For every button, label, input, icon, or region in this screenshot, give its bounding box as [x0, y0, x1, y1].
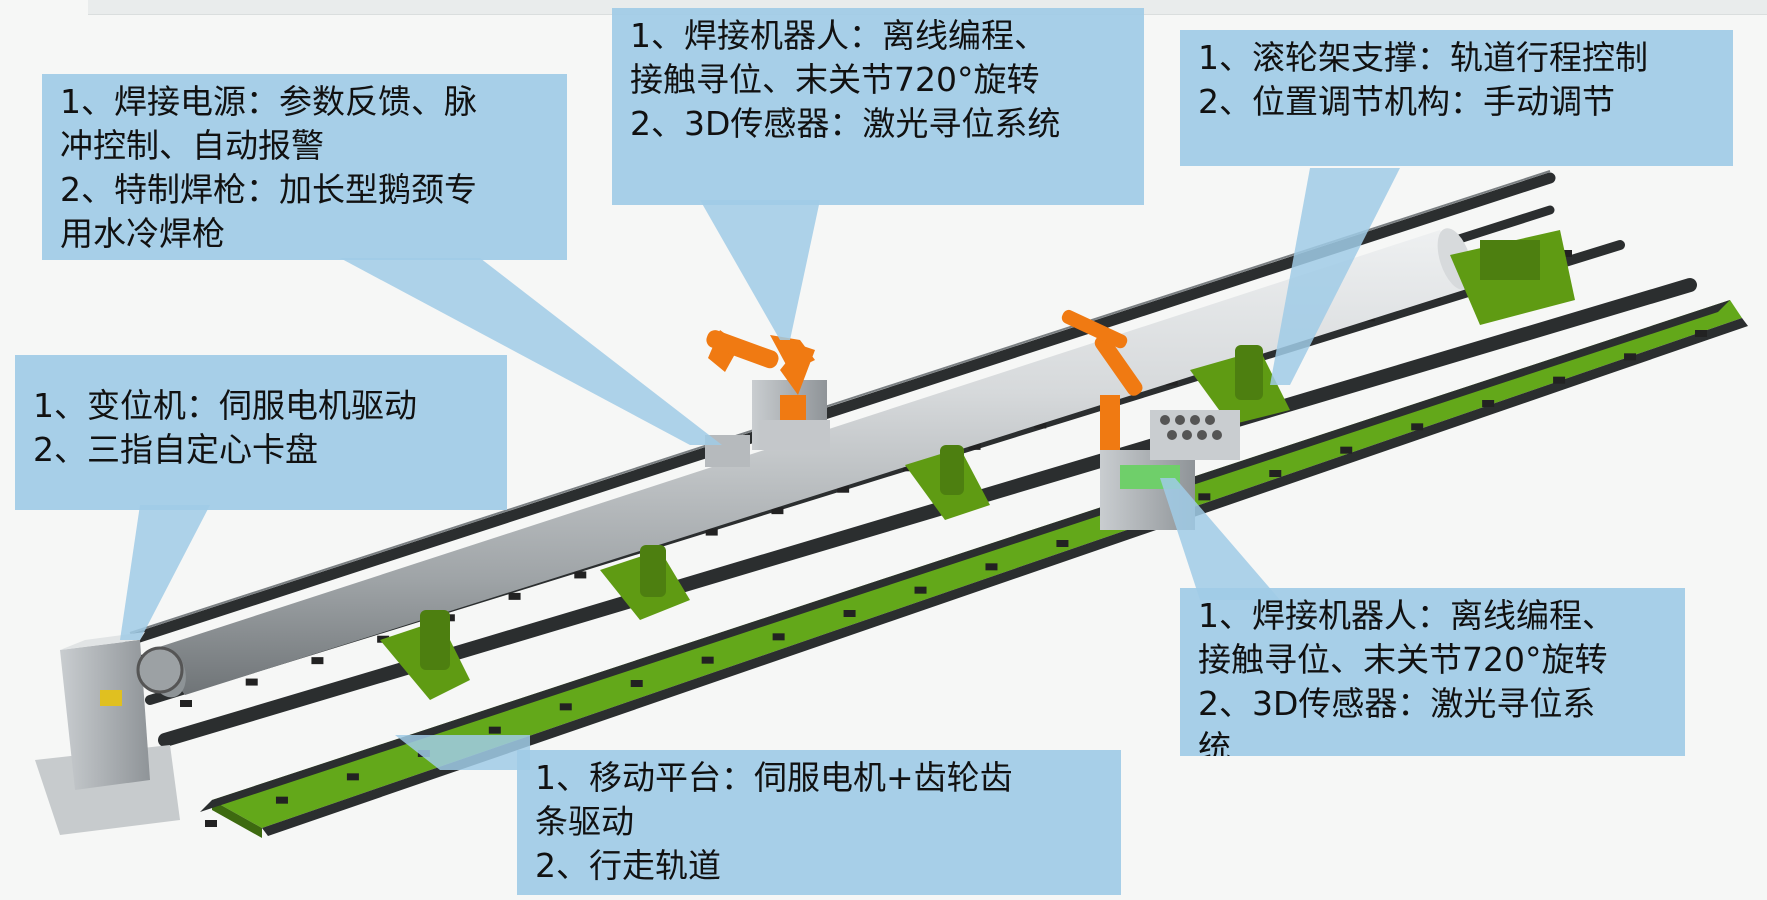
callout-line: 接触寻位、末关节720°旋转 [1198, 640, 1608, 679]
callout-line: 接触寻位、末关节720°旋转 [630, 60, 1040, 99]
callout-welding-robot-top: 1、焊接机器人：离线编程、 接触寻位、末关节720°旋转 2、3D传感器：激光寻… [612, 8, 1144, 205]
rail-foot [1695, 330, 1707, 337]
rail-foot [701, 656, 714, 664]
rail-foot [914, 586, 927, 594]
rail-foot [508, 592, 521, 600]
rail-foot [705, 528, 718, 536]
rail-foot [1624, 353, 1637, 361]
ground-platform [212, 300, 1742, 828]
callout-positioner: 1、变位机：伺服电机驱动 2、三指自定心卡盘 [15, 355, 507, 510]
rail-foot [574, 571, 587, 579]
callout-line: 1、滚轮架支撑：轨道行程控制 [1198, 38, 1648, 77]
callout-line: 用水冷焊枪 [60, 214, 225, 253]
callout-line: 统 [1198, 728, 1231, 756]
rail-foot [968, 442, 981, 450]
rail-foot [1034, 421, 1047, 429]
rail-foot [488, 726, 501, 734]
rail-foot [346, 773, 359, 781]
rail-foot [205, 820, 217, 827]
callout-line: 1、焊接机器人：离线编程、 [1198, 596, 1615, 635]
rail-foot [771, 507, 784, 515]
rail-foot [630, 680, 643, 687]
callout-line: 2、特制焊枪：加长型鹅颈专 [60, 170, 477, 209]
callout-welding-power: 1、焊接电源：参数反馈、脉 冲控制、自动报警 2、特制焊枪：加长型鹅颈专 用水冷… [42, 74, 567, 260]
positioner-icon [35, 632, 184, 835]
rail-foot [1198, 493, 1211, 501]
callout-line: 2、行走轨道 [535, 846, 721, 885]
roller-support-icon [380, 230, 1575, 700]
rail-foot [1269, 470, 1282, 477]
rail-foot [1056, 540, 1069, 547]
callout-line: 2、3D传感器：激光寻位系统 [630, 104, 1061, 143]
rail-foot [772, 633, 785, 641]
rail-foot [1482, 400, 1495, 407]
rail-foot [1411, 423, 1424, 431]
callout-welding-robot-bottom: 1、焊接机器人：离线编程、 接触寻位、末关节720°旋转 2、3D传感器：激光寻… [1180, 588, 1685, 756]
callout-roller-support: 1、滚轮架支撑：轨道行程控制 2、位置调节机构：手动调节 [1180, 30, 1733, 166]
callout-line: 2、位置调节机构：手动调节 [1198, 82, 1615, 121]
rail-foot [180, 700, 192, 707]
rail-foot [559, 703, 572, 711]
callout-line: 条驱动 [535, 802, 634, 841]
callout-line: 冲控制、自动报警 [60, 126, 324, 165]
callout-line: 1、焊接电源：参数反馈、脉 [60, 82, 477, 121]
callout-line: 2、3D传感器：激光寻位系 [1198, 684, 1596, 723]
callout-leaders [120, 168, 1400, 770]
rail-foot [1560, 250, 1572, 257]
rail-foot [843, 610, 856, 617]
callout-line: 2、三指自定心卡盘 [33, 430, 318, 469]
callout-line: 1、移动平台：伺服电机+齿轮齿 [535, 758, 1013, 797]
callout-line: 1、焊接机器人：离线编程、 [630, 16, 1047, 55]
rail-foot [311, 657, 324, 665]
rail-foot [1553, 376, 1566, 384]
rail-foot [985, 563, 998, 571]
rail-foot [245, 678, 258, 686]
callout-mobile-platform: 1、移动平台：伺服电机+齿轮齿 条驱动 2、行走轨道 [517, 750, 1121, 895]
callout-line: 1、变位机：伺服电机驱动 [33, 386, 417, 425]
rail-foot [1340, 446, 1353, 454]
rail-foot [837, 485, 850, 493]
rail-foot [275, 796, 288, 804]
